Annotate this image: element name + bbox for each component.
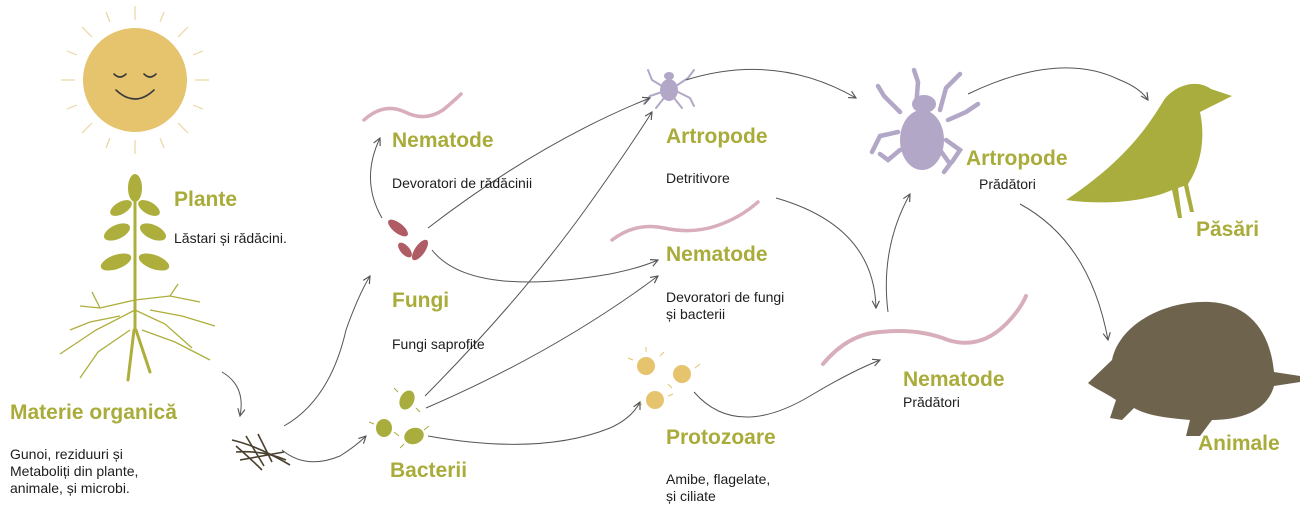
- sun-icon: [61, 6, 209, 154]
- arthropod-predator-icon: [872, 70, 978, 172]
- nematode-predators-title: Nematode: [903, 368, 1005, 392]
- plants-desc: Lăstari și rădăcini.: [174, 230, 287, 247]
- protozoa-desc-line1: Amibe, flagelate,: [666, 471, 770, 488]
- arrow-fungi-to-artropode-shredder: [428, 98, 650, 228]
- birds-title: Păsări: [1196, 218, 1259, 242]
- arrow-nematode-up-to-predator: [886, 194, 910, 312]
- arthropods-predators-desc: Prădători: [979, 176, 1036, 193]
- protozoa-icon: [628, 347, 700, 409]
- arrow-predator-to-mammal: [1020, 204, 1108, 340]
- nematode-fungal-desc: Devoratori de fungi și bacterii: [666, 289, 784, 323]
- arrow-detritivore-down: [776, 198, 876, 308]
- nematode-root-title: Nematode: [392, 129, 494, 153]
- protozoa-desc-line2: și ciliate: [666, 488, 770, 505]
- protozoa-title: Protozoare: [666, 426, 776, 450]
- nematode-fungal-title: Nematode: [666, 243, 768, 267]
- nematode-root-desc: Devoratori de rădăcinii: [392, 175, 532, 192]
- plants-title: Plante: [174, 188, 237, 212]
- arrow-plants-to-organic: [222, 372, 241, 416]
- organic-matter-desc-line1: Gunoi, reziduuri și: [10, 446, 138, 463]
- arthropods-shredders-desc: Detritivore: [666, 170, 730, 187]
- bacteria-icon: [369, 388, 429, 448]
- mammal-icon: [1088, 302, 1300, 436]
- nematode-fungal-desc-line1: Devoratori de fungi: [666, 289, 784, 306]
- organic-matter-desc: Gunoi, reziduuri și Metaboliți din plant…: [10, 446, 138, 497]
- arthropods-predators-title: Artropode: [966, 147, 1068, 171]
- arrow-predator-to-bird: [968, 68, 1148, 100]
- arthropods-shredders-title: Artropode: [666, 125, 768, 149]
- nematode-predators-desc: Prădători: [903, 394, 960, 411]
- arrow-organic-to-fungi: [284, 276, 370, 426]
- protozoa-desc: Amibe, flagelate, și ciliate: [666, 471, 770, 505]
- organic-matter-title: Materie organică: [10, 401, 177, 425]
- organic-matter-desc-line3: animale, și microbi.: [10, 480, 138, 497]
- arrow-protozoa-to-nematode: [694, 360, 880, 417]
- nematode-fungal-desc-line2: și bacterii: [666, 306, 784, 323]
- arrow-shredder-to-predator: [686, 69, 856, 98]
- bacteria-title: Bacterii: [390, 459, 467, 483]
- fungi-icon: [385, 217, 431, 263]
- arrow-fungi-to-nematode: [432, 250, 658, 282]
- nematode-predator-icon: [823, 296, 1026, 364]
- arrow-root-nematode: [370, 138, 382, 218]
- organic-matter-icon: [232, 434, 290, 470]
- organic-matter-desc-line2: Metaboliți din plante,: [10, 463, 138, 480]
- fungi-desc: Fungi saprofite: [392, 336, 485, 353]
- nematode-fungal-feeder-icon: [612, 202, 758, 240]
- arrow-organic-to-bacteria: [282, 436, 366, 462]
- bird-icon: [1066, 84, 1232, 218]
- fungi-title: Fungi: [392, 289, 449, 313]
- arrow-bacteria-to-protozoa: [428, 402, 640, 444]
- animals-title: Animale: [1198, 432, 1280, 456]
- arthropod-shredder-icon: [644, 70, 694, 108]
- nematode-root-feeder-icon: [364, 94, 461, 120]
